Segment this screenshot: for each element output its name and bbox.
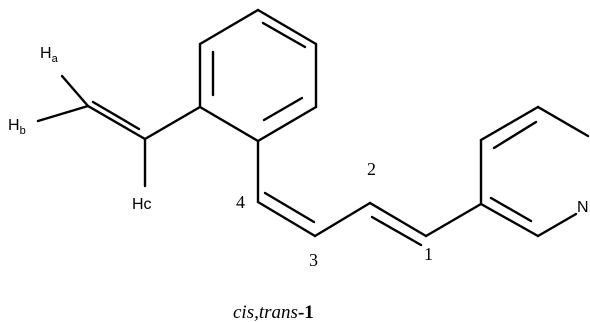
hb-label: Hb <box>8 117 26 137</box>
vinyl-double-bond-inner <box>91 100 141 131</box>
vinyl-double-bond <box>86 104 147 141</box>
c4-c3-double-bond <box>256 200 317 238</box>
aryl-vinyl-bond <box>143 105 202 141</box>
locant-c2: 2 <box>367 159 376 179</box>
ha-label: Ha <box>40 45 59 65</box>
pyridine-bond <box>536 212 578 238</box>
vinyl-group <box>36 74 202 188</box>
locant-c4: 4 <box>236 192 245 212</box>
locant-labels: 4 2 3 1 <box>236 159 433 270</box>
pyridine-inner-double-bond <box>489 196 533 223</box>
benzene-inner-double-bond <box>262 96 304 122</box>
caption-compound-number: -1 <box>298 302 314 322</box>
benzene-bond <box>256 8 318 46</box>
pyridine-bond <box>536 105 590 138</box>
benzene-bond <box>256 105 318 143</box>
locant-c3: 3 <box>309 250 318 270</box>
pyridine-inner-double-bond <box>492 120 538 150</box>
caption-stereo-descriptor: cis,trans <box>233 302 298 322</box>
c1-pyridine-bond <box>424 202 483 238</box>
pyridine-ring <box>479 105 590 238</box>
diene-chain <box>256 139 483 247</box>
benzene-bond <box>198 105 260 143</box>
benzene-ring <box>198 8 318 143</box>
vinyl-ch-bond-hb <box>36 104 90 123</box>
vinyl-ch-bond-ha <box>60 74 90 108</box>
hc-label: Hc <box>132 196 152 213</box>
benzene-bond <box>198 8 260 46</box>
locant-c1: 1 <box>424 244 433 264</box>
compound-caption: cis,trans-1 <box>233 302 314 322</box>
c2-c1-double-bond <box>368 201 428 238</box>
c3-c2-bond <box>313 201 372 238</box>
atom-labels: Ha Hb Hc N <box>8 45 589 216</box>
pyridine-bond <box>479 105 540 142</box>
nitrogen-label: N <box>577 199 589 216</box>
benzene-inner-double-bond <box>261 21 307 49</box>
c4-c3-double-bond-inner <box>263 191 316 224</box>
c2-c1-double-bond-inner <box>370 215 423 247</box>
pyridine-bond <box>479 202 540 238</box>
